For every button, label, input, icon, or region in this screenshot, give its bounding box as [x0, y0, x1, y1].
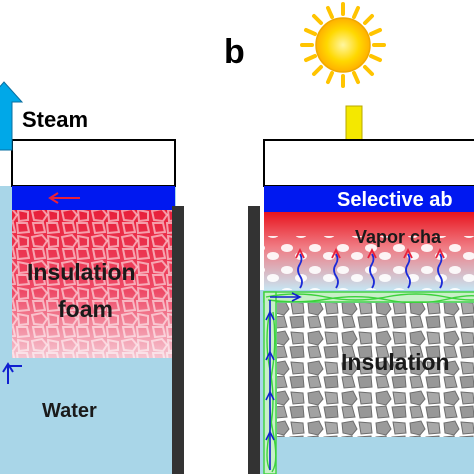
right-top-box: [263, 139, 474, 187]
vapor-arrows: [295, 247, 445, 289]
insulation-label: Insulation: [341, 349, 450, 375]
panel-letter-b: b: [224, 33, 245, 71]
foam-label-line1: Insulation: [27, 259, 136, 285]
absorber-label: Selective ab: [337, 189, 453, 211]
steam-label: Steam: [22, 107, 88, 132]
wick-flow-arrows: [265, 292, 302, 470]
vapor-channel-blobs: [264, 236, 474, 290]
selective-absorber-strip: [264, 186, 474, 212]
channel-label: Vapor cha: [355, 227, 442, 247]
left-absorber-strip: [12, 186, 175, 210]
left-container-wall: [172, 206, 184, 474]
insulation-rock: [277, 303, 474, 437]
insulation-foam-cells: [12, 210, 175, 358]
water-flow-arrow: [7, 365, 22, 384]
up-arrow-icon: [0, 81, 24, 151]
right-panel: b: [224, 2, 474, 474]
left-panel: Steam Insulation foam Water: [0, 81, 184, 474]
right-container-wall: [248, 206, 260, 474]
foam-label-line2: foam: [58, 296, 113, 322]
left-flow-arrowhead: [48, 192, 59, 204]
water-flow-arrowhead: [2, 362, 14, 373]
sun-icon: [300, 2, 386, 88]
water-label: Water: [42, 400, 97, 422]
steam-box: [11, 139, 176, 187]
